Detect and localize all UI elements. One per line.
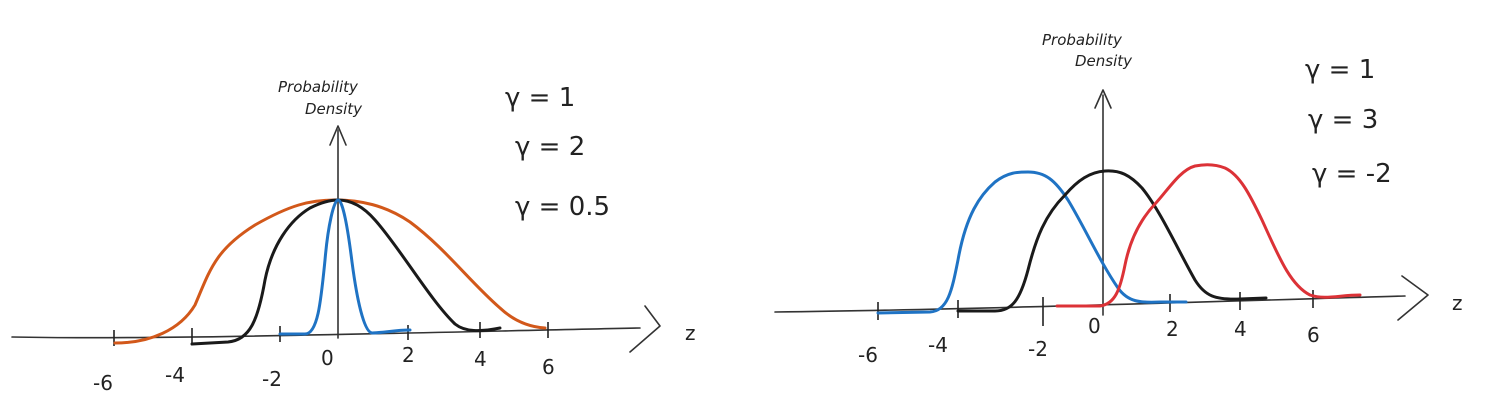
left-y-label-line2: Density [305, 100, 363, 118]
left-tick-label-0: 0 [321, 346, 334, 370]
right-y-label-line2: Density [1075, 52, 1133, 70]
right-legend-gamma-1: γ = 1 [1305, 55, 1375, 85]
right-tick-label-6: 6 [1307, 323, 1320, 347]
left-legend-gamma-1: γ = 1 [505, 83, 575, 113]
right-x-axis-label: z [1452, 291, 1463, 315]
left-tick-label-m6: -6 [93, 371, 113, 395]
left-tick-label-4: 4 [474, 347, 487, 371]
left-y-axis-arrow [329, 125, 347, 146]
left-plot: z Probability Density -6 -4 -2 0 2 4 6 γ… [11, 78, 696, 395]
right-tick-label-0: 0 [1088, 314, 1101, 338]
right-y-axis-arrow [1094, 89, 1112, 109]
left-x-axis [11, 327, 641, 339]
right-y-label-line1: Probability [1042, 31, 1123, 49]
right-tick-label-4: 4 [1234, 317, 1247, 341]
right-plot: z Probability Density -6 -4 -2 0 2 4 6 γ… [774, 31, 1463, 367]
right-legend-gamma-minus-2: γ = -2 [1312, 159, 1392, 189]
left-tick-label-6: 6 [542, 355, 555, 379]
left-legend-gamma-2: γ = 2 [515, 132, 585, 162]
right-tick-label-m6: -6 [858, 343, 878, 367]
right-x-axis [774, 295, 1406, 313]
left-tick-label-2: 2 [402, 343, 415, 367]
left-curve-gamma-0-5 [278, 198, 412, 336]
left-y-label-line1: Probability [278, 78, 359, 96]
right-curve-gamma-1 [956, 169, 1268, 313]
left-tick-label-m4: -4 [165, 363, 185, 387]
right-legend-gamma-3: γ = 3 [1308, 105, 1378, 135]
left-x-axis-arrow [629, 305, 661, 353]
right-tick-label-2: 2 [1166, 317, 1179, 341]
right-tick-label-m2: -2 [1028, 337, 1048, 361]
right-curve-gamma-3 [1055, 163, 1362, 308]
right-x-axis-arrow [1397, 275, 1429, 321]
left-x-axis-label: z [685, 321, 696, 345]
left-legend-gamma-0-5: γ = 0.5 [515, 192, 610, 222]
left-tick-label-m2: -2 [262, 367, 282, 391]
right-curve-gamma-minus-2 [876, 170, 1188, 315]
right-tick-label-m4: -4 [928, 333, 948, 357]
